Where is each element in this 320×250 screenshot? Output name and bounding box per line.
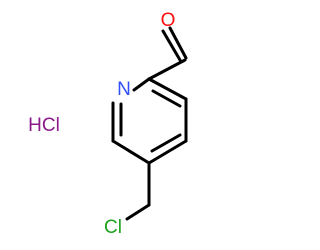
bond-c4-c5 [147, 139, 188, 165]
nitrogen-label: N [117, 79, 131, 100]
oxygen-label: O [161, 10, 176, 31]
bond-carbonyl-right [168, 26, 188, 60]
molecule-structure: O N Cl HCl [28, 10, 188, 238]
bond-carbonyl-left [161, 29, 182, 62]
chlorine-label: Cl [104, 217, 122, 238]
bond-ring-to-aldehyde [147, 58, 187, 81]
bond-c2-c3 [147, 77, 188, 101]
hcl-label: HCl [28, 115, 60, 136]
bond-c5-c6 [111, 139, 151, 165]
bond-c2-c3-inner [151, 89, 182, 108]
bond-c4-c5-inner [150, 133, 182, 153]
bond-ch2-cl [125, 203, 151, 221]
bond-n-c2 [132, 77, 151, 92]
